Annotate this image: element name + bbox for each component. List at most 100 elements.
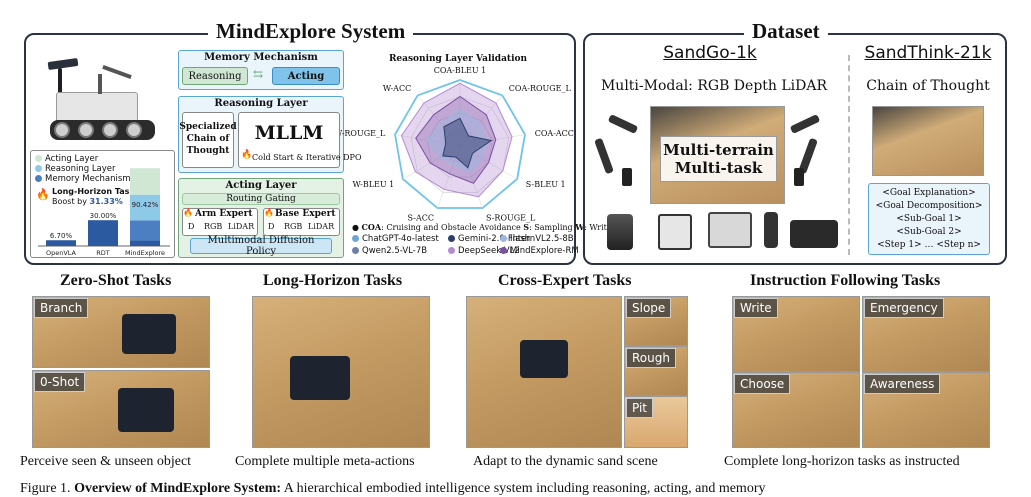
legend-swatch [448,247,455,254]
radar-axis-label: COA-BLEU 1 [434,66,487,75]
cot-step: <Goal Decomposition> [875,201,983,211]
bar-segment [130,194,160,221]
radar-legend-item: ChatGPT-4o-latest [352,234,439,244]
lidar-icon [607,214,633,250]
sandthink-name: SandThink-21k [864,43,992,63]
arm-sensor-rgb: RGB [204,222,223,231]
cot-step: <Step 1> … <Step n> [877,240,981,250]
reasoning-layer-title: Reasoning Layer [214,98,308,109]
radar-legend-item: Gemini-2.0-Flash [448,234,530,244]
bar-segment [130,240,160,246]
radar-series [442,117,493,169]
radar-legend-item: InternVL2.5-8B [500,234,574,244]
caption-cross-expert: Adapt to the dynamic sand scene [473,454,658,469]
radar-legend-note: ● COA: Cruising and Obstacle Avoidance S… [352,222,620,232]
arm-sensor-lidar: LiDAR [228,222,255,231]
arm-sensor-d: D [188,222,195,231]
bar-value-label: 6.70% [50,232,73,240]
task-title-instruction: Instruction Following Tasks [750,272,941,289]
zero-shot-tag-0shot: 0-Shot [34,372,86,392]
legend-acting: Acting Layer [35,154,98,164]
base-expert-box [263,208,340,236]
radar-outline [394,79,526,209]
sandgo-name: SandGo-1k [663,43,757,63]
gripper-icon [764,212,778,248]
cross-expert-tag-pit: Pit [626,398,654,418]
memory-acting: Acting [272,67,340,85]
legend-swatch [500,247,507,254]
system-title: MindExplore System [208,19,414,44]
fire-icon-arm: 🔥 [183,208,193,217]
bar-category-label: MindExplore [125,249,165,257]
arm-expert-label: Arm Expert [195,209,253,219]
radar-legend-item: MindExplore-RM [500,246,579,256]
terrain-label: Multi-terrain [663,141,774,159]
legend-memory: Memory Mechanism [35,174,131,184]
legend-dot: ● [352,223,362,232]
caption-zero-shot: Perceive seen & unseen object [20,454,192,469]
rover-cross-expert [520,340,568,378]
cot-steps-box [868,183,990,255]
fire-icon: 🔥 [36,188,50,201]
figure-bold: Overview of MindExplore System: [74,481,282,496]
task-label: Multi-task [674,159,763,177]
chain-of-thought: Specialized Chain of Thought [179,112,237,168]
arm-expert-box [182,208,258,236]
instruction-tag-write: Write [734,298,778,318]
memory-reasoning: Reasoning [182,67,248,85]
bar-openvla [46,240,76,246]
rover-zero-shot-top [122,314,176,354]
bar-value-label: 30.00% [90,212,117,220]
legend-swatch [35,175,42,182]
radar-title: Reasoning Layer Validation [388,54,528,64]
fire-icon-dpo: 🔥 [241,150,253,160]
dataset-title: Dataset [744,19,828,44]
legend-swatch [35,155,42,162]
sandthink-desc: Chain of Thought [866,78,990,94]
cross-expert-tag-slope: Slope [626,298,672,318]
robot-illustration [38,52,168,147]
boost-label: Long-Horizon Tasks [52,187,140,196]
cross-expert-tag-rough: Rough [626,348,676,368]
radar-legend-item: Qwen2.5-VL-7B [352,246,427,256]
task-title-zero-shot: Zero-Shot Tasks [60,272,172,289]
memory-title: Memory Mechanism [204,52,318,63]
bar-segment [130,168,160,195]
radar-axis-label: S-ACC [408,213,435,222]
legend-swatch [500,235,507,242]
zero-shot-tag-branch: Branch [34,298,89,318]
task-title-long-horizon: Long-Horizon Tasks [263,272,403,289]
bar-segment [130,220,160,241]
radar-axis-label: W-ROUGE_L [340,129,386,138]
figure-text: A hierarchical embodied intelligence sys… [283,481,766,496]
boost-text: Boost by 31.33% [52,197,123,206]
sensor-module-icon [708,212,752,248]
bar-category-label: OpenVLA [46,249,77,257]
exchange-icon: ⇆ [253,67,264,81]
mini-bar-svg: 6.70% OpenVLA 30.00% RDT 90.42% MindExplore [38,168,170,257]
boost-value: 31.33% [89,197,123,206]
radar-grid [427,112,493,178]
radar-axis-label: S-BLEU 1 [526,180,566,189]
caption-instruction: Complete long-horizon tasks as instructe… [724,454,960,469]
task-title-cross-expert: Cross-Expert Tasks [498,272,632,289]
diffusion-policy: Multimodal Diffusion Policy [190,235,332,257]
bar-value-label: 90.42% [132,201,159,209]
robot-arm-right [789,110,830,190]
mllm-label: MLLM [254,122,324,144]
rover-long-horizon [290,356,350,400]
radar-axis-label: COA-ROUGE_L [509,84,572,93]
base-sensor-d: D [268,222,275,231]
fire-icon-base: 🔥 [264,208,274,217]
acting-layer-title: Acting Layer [225,180,297,191]
base-sensor-rgb: RGB [284,222,303,231]
base-expert-label: Base Expert [275,209,336,219]
radar-axis-label: W-ACC [383,84,411,93]
instruction-tag-choose: Choose [734,374,791,394]
sandthink-photo [872,106,984,176]
camera-icon [658,214,692,250]
base-sensor-lidar: LiDAR [308,222,335,231]
legend-swatch [352,247,359,254]
bar-category-label: RDT [96,249,110,257]
